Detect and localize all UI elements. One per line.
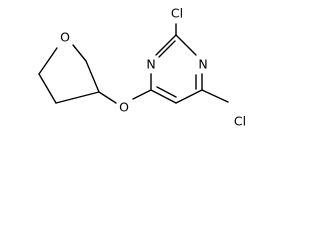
bond-c2-n-left-inner [158, 40, 176, 58]
atom-label-cl-bottom: Cl [234, 114, 246, 129]
bond-c5-c6-inner [156, 86, 177, 98]
tetrahydrofuran-ring [38, 44, 100, 104]
bond-c2-n-right [175, 34, 197, 56]
bond-c4-cl [201, 89, 229, 103]
atom-label-n-left: N [146, 57, 155, 72]
bond-c3-c2prime [85, 60, 100, 93]
atom-label-o-ether: O [119, 100, 129, 115]
bond-c2-n-left [155, 34, 177, 56]
bond-c4prime-c3 [55, 91, 100, 104]
bond-c5-c6 [150, 89, 177, 104]
pyrimidine-ring [150, 34, 203, 104]
molecule-structure: Cl Cl N N O O [38, 6, 246, 129]
bond-c4-c5 [175, 89, 203, 104]
atom-label-cl-top: Cl [171, 6, 183, 21]
bond-c6-o [132, 89, 152, 100]
atom-label-n-right: N [198, 57, 207, 72]
bond-o-c3 [98, 91, 117, 104]
bond-o-c5prime [38, 47, 58, 75]
bond-c2prime-o [72, 44, 87, 62]
atom-label-o-ring: O [60, 30, 70, 45]
bond-c5prime-c4prime [38, 73, 57, 104]
